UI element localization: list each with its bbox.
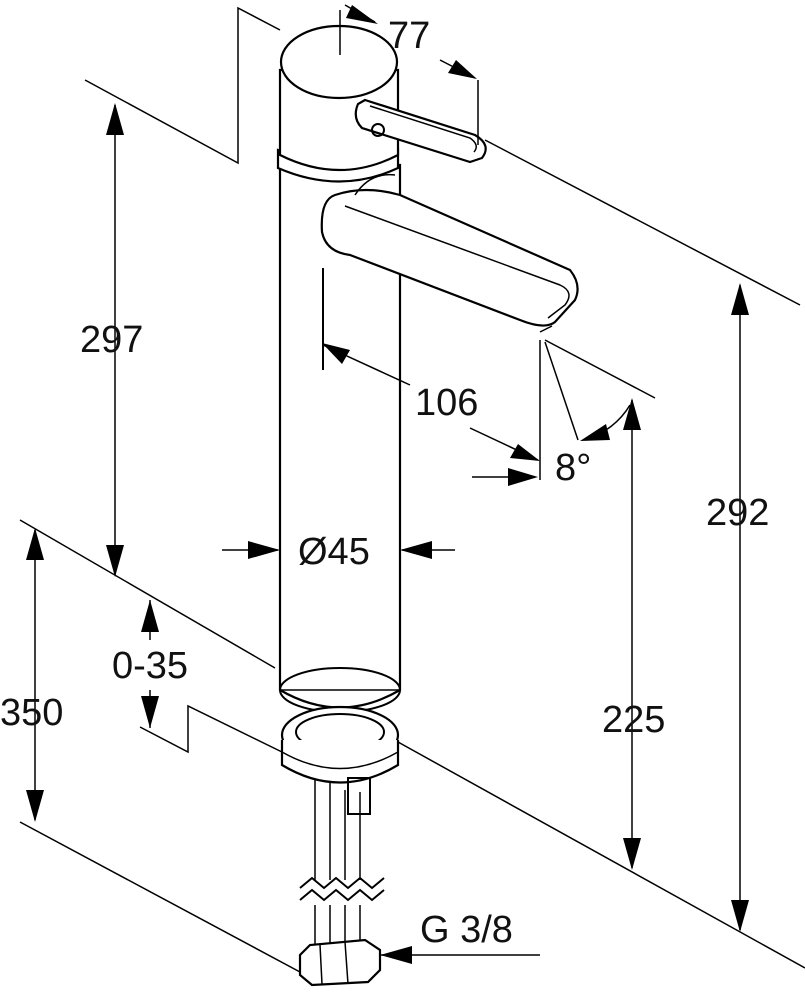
reference-lines <box>19 6 805 973</box>
faucet-head <box>278 24 400 172</box>
hose-length-label: 350 <box>0 692 63 734</box>
body-diameter-label: Ø45 <box>298 531 370 573</box>
spout <box>320 173 579 333</box>
supply-hoses <box>299 780 385 950</box>
outlet-height-label: 225 <box>602 699 665 741</box>
spout-height-total-label: 297 <box>80 319 143 361</box>
lever-handle <box>354 98 487 164</box>
connection-thread-label: G 3/8 <box>420 909 513 951</box>
deck-thickness-label: 0-35 <box>112 645 188 687</box>
dimension-labels: 77 297 106 8° Ø45 0-35 350 225 292 G 3/8 <box>0 15 769 951</box>
handle-length-label: 77 <box>388 15 430 57</box>
spout-reach-label: 106 <box>415 382 478 424</box>
overall-height-label: 292 <box>706 492 769 534</box>
mounting-ring <box>280 705 400 815</box>
dimension-lines <box>26 4 749 964</box>
spout-angle-label: 8° <box>555 447 591 489</box>
hose-nut <box>298 938 382 987</box>
